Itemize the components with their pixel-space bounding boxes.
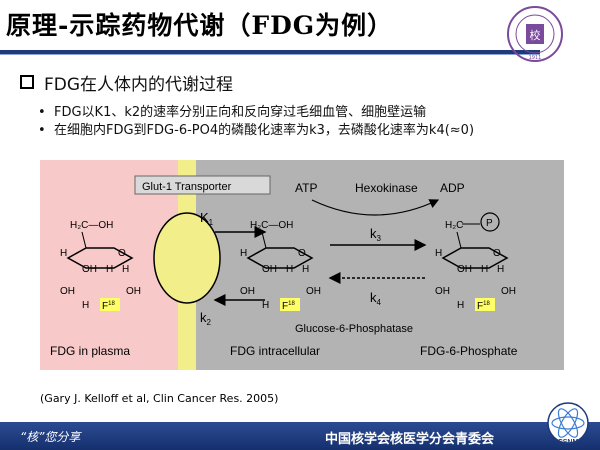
phosphate-label: FDG-6-Phosphate — [420, 344, 518, 358]
section-heading-text: FDG在人体内的代谢过程 — [44, 75, 234, 95]
oh-group: OH — [435, 286, 450, 297]
fdg-molecule-plasma: H₂C—OH O H OH H H OH OH H F18 — [60, 220, 141, 312]
fdg-6-phosphate-molecule: H₂C P O H OH H H OH OH H F18 — [435, 212, 516, 312]
h-atom: H — [60, 248, 67, 259]
adp-label: ADP — [440, 181, 465, 195]
page-title: 原理-示踪药物代谢（FDG为例） — [6, 11, 394, 40]
h-atom: H — [457, 300, 464, 311]
ring-oxygen: O — [493, 248, 501, 259]
oh-group: OH — [306, 286, 321, 297]
h-atom: H — [122, 264, 129, 275]
title-rule — [0, 50, 540, 54]
oh-group: OH — [501, 286, 516, 297]
f18-label: F18 — [102, 301, 115, 312]
oh-group: OH — [240, 286, 255, 297]
f18-box — [475, 298, 495, 311]
oh-group: OH — [457, 264, 472, 275]
footer-bar: “核”您分享 中国核学会核医学分会青委会 — [0, 422, 600, 450]
transporter-label: Glut-1 Transporter — [142, 181, 232, 193]
h-atom: H — [286, 264, 293, 275]
plasma-label: FDG in plasma — [50, 344, 130, 358]
f18-label: F18 — [477, 301, 490, 312]
phosphate-icon — [480, 212, 500, 232]
h-atom: H — [481, 264, 488, 275]
h-atom: H — [435, 248, 442, 259]
fdg-metabolism-diagram: Glut-1 Transporter K1 k2 ATP Hexokinase … — [40, 160, 564, 370]
k4-label: k4 — [370, 290, 382, 307]
hexokinase-arc — [311, 199, 440, 216]
intracellular-label: FDG intracellular — [230, 344, 320, 358]
ring-oxygen: O — [298, 248, 306, 259]
csnm-logo-icon: CSNM — [547, 402, 589, 446]
bullet-item: 在细胞内FDG到FDG-6-PO4的磷酸化速率为k3，去磷酸化速率为k4(≈0) — [38, 122, 474, 140]
university-logo: 校 1911 — [507, 6, 563, 62]
footer-organization: 中国核学会核医学分会青委会 — [325, 432, 495, 447]
h-atom: H — [497, 264, 504, 275]
fdg-molecule-intracellular: H₂C—OH O H OH H H OH OH H F18 — [240, 220, 321, 312]
citation: (Gary J. Kelloff et al, Clin Cancer Res.… — [40, 392, 279, 405]
square-bullet-icon — [20, 75, 34, 89]
section-heading: FDG在人体内的代谢过程 — [20, 70, 233, 95]
k3-label: k3 — [370, 226, 382, 243]
footer-slogan: “核”您分享 — [20, 430, 81, 444]
bullet-item: FDG以K1、k2的速率分别正向和反向穿过毛细血管、细胞壁运输 — [38, 104, 474, 122]
atp-label: ATP — [295, 181, 317, 195]
glut1-transporter-icon — [153, 212, 221, 304]
h-atom: H — [82, 300, 89, 311]
title-rule-thin — [0, 54, 540, 55]
k1-label: K1 — [200, 210, 214, 227]
bullet-list: FDG以K1、k2的速率分别正向和反向穿过毛细血管、细胞壁运输 在细胞内FDG到… — [38, 104, 474, 140]
f18-box — [280, 298, 300, 311]
oh-group: OH — [126, 286, 141, 297]
h-atom: H — [302, 264, 309, 275]
oh-group: OH — [60, 286, 75, 297]
h-atom: H — [106, 264, 113, 275]
svg-text:CSNM: CSNM — [558, 439, 579, 446]
ring-oxygen: O — [118, 248, 126, 259]
oh-group: OH — [262, 264, 277, 275]
ch2oh-label: H₂C—OH — [70, 220, 113, 231]
title-bar: 原理-示踪药物代谢（FDG为例） — [0, 0, 600, 50]
h2c-label: H₂C — [445, 220, 463, 231]
svg-text:校: 校 — [530, 28, 541, 42]
h-atom: H — [240, 248, 247, 259]
svg-text:1911: 1911 — [529, 55, 542, 61]
intracellular-region — [196, 160, 564, 370]
k2-label: k2 — [200, 310, 212, 327]
phosphate-p: P — [486, 218, 493, 229]
ch2oh-label: H₂C—OH — [250, 220, 293, 231]
oh-group: OH — [82, 264, 97, 275]
f18-label: F18 — [282, 301, 295, 312]
h-atom: H — [262, 300, 269, 311]
f18-box — [100, 298, 120, 311]
transporter-label-box — [134, 175, 271, 195]
phosphatase-label: Glucose-6-Phosphatase — [295, 323, 413, 335]
hexokinase-label: Hexokinase — [355, 181, 418, 195]
